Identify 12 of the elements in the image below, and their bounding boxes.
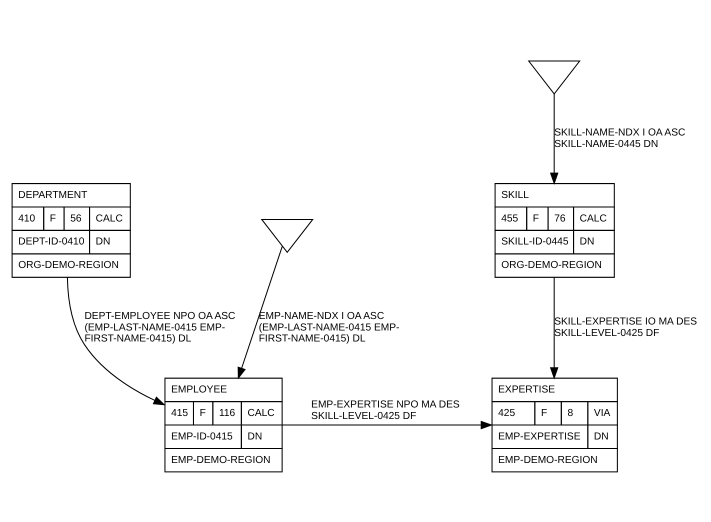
arrow <box>550 278 558 380</box>
edge-label: DEPT-EMPLOYEE NPO OA ASC (EMP-LAST-NAME-0415 EMP-FIRST-NAME-0415) DL <box>84 311 236 344</box>
edge-label: EMP-EXPERTISE NPO MA DES SKILL-LEVEL-0425 DF <box>311 400 460 422</box>
arrow <box>238 246 283 380</box>
arrow <box>282 420 493 430</box>
arrow <box>66 277 166 406</box>
edge-label: EMP-NAME-NDX I OA ASC (EMP-LAST-NAME-0415 EMP-FIRST-NAME-0415) DL <box>258 311 400 344</box>
edge-label: SKILL-NAME-NDX I OA ASC SKILL-NAME-0445 DN <box>554 128 686 150</box>
node-triangle <box>528 60 581 95</box>
arrow <box>550 94 558 185</box>
node-triangle <box>260 218 314 254</box>
edge-label: SKILL-EXPERTISE IO MA DES SKILL-LEVEL-0425 DF <box>554 316 698 339</box>
